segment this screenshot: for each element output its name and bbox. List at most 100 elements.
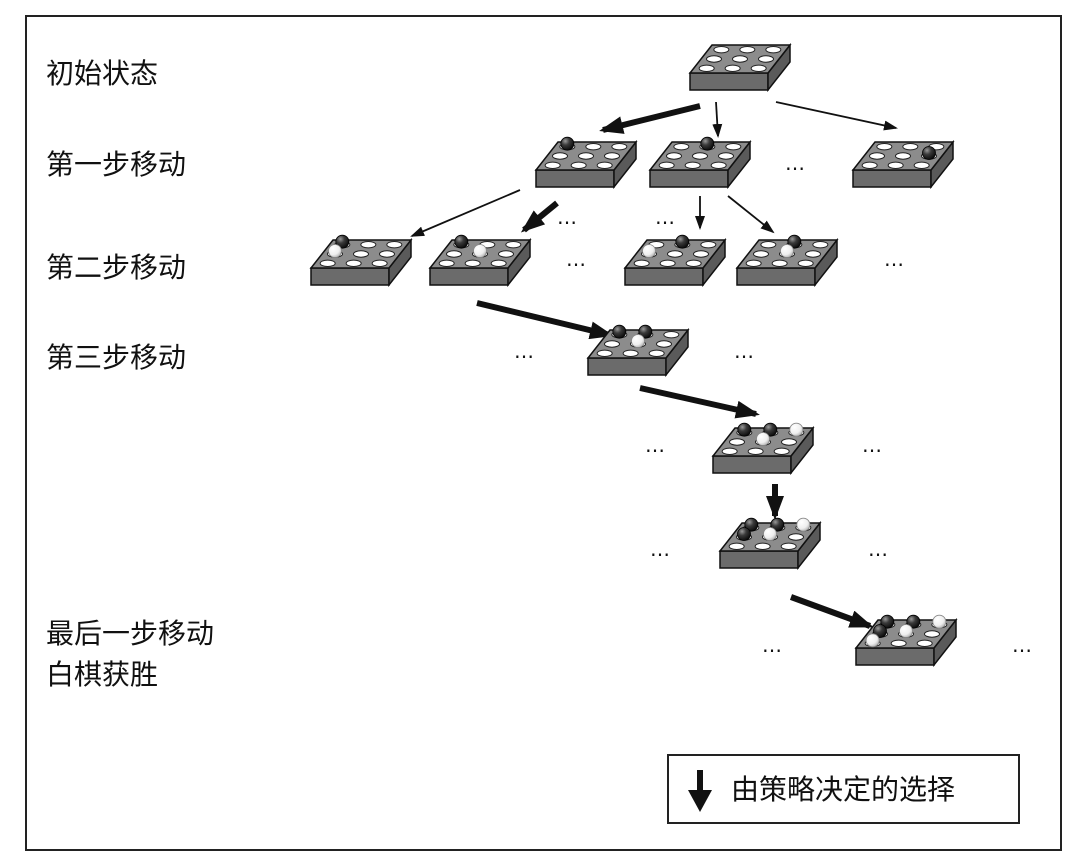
board-hole [724,64,741,73]
board-hole [700,240,717,249]
board-hole [692,152,708,160]
white-stone [642,244,656,258]
board-hole [781,438,797,446]
board-hole [773,447,790,456]
board-hole [622,349,639,358]
board-move1-c [851,139,955,190]
black-stone [560,136,575,151]
board-hole [753,250,769,258]
board-front-face [587,357,667,376]
board-hole [760,240,777,249]
black-stone [737,422,752,437]
white-stone [763,527,777,541]
board-hole [721,447,738,456]
board-hole [765,45,782,54]
black-stone [612,324,627,339]
board-front-face [624,267,704,286]
label-move-2: 第二步移动 [46,251,187,284]
board-move2-a [309,234,413,288]
white-stone [796,517,811,532]
black-stone [922,146,936,160]
board-hole [902,142,919,151]
black-stone [787,234,802,249]
black-stone [763,422,778,437]
board-hole [869,152,885,160]
board-hole [379,250,395,258]
board-hole [780,542,797,551]
board-hole [725,142,742,151]
black-stone [880,614,895,629]
ellipsis-more-branches: … [650,537,670,561]
label-white-wins: 白棋获胜 [46,658,159,691]
board-initial [688,42,792,93]
board-move1-a [534,136,638,190]
board-hole [732,55,748,63]
label-final-move: 最后一步移动 [46,617,215,650]
board-hole [754,542,771,551]
board-hole [544,161,561,170]
board-hole [895,152,911,160]
board-hole [713,45,730,54]
board-hole [596,349,613,358]
board-hole [739,45,756,54]
board-hole [446,250,462,258]
board-hole [890,639,907,648]
board-hole [812,240,829,249]
board-hole [673,142,690,151]
board-hole [360,240,377,249]
label-move-3: 第三步移动 [46,341,187,374]
board-hole [353,250,369,258]
white-stone [756,432,770,446]
board-hole [913,161,930,170]
board-hole [684,161,701,170]
board-hole [604,152,620,160]
policy-arrow-3-4 [639,385,760,419]
board-hole [924,630,940,638]
white-stone [899,624,913,638]
ellipsis-more-branches: … [762,633,782,657]
board-hole [659,259,676,268]
board-hole [706,55,722,63]
boards-layer [309,42,958,668]
board-front-face [535,169,615,188]
black-stone [335,234,350,249]
label-initial-state: 初始状态 [46,57,159,90]
board-hole [633,259,650,268]
board-hole [570,161,587,170]
board-hole [693,250,709,258]
board-hole [876,142,893,151]
ellipsis-more-branches: … [884,247,904,271]
board-hole [505,240,522,249]
board-hole [578,152,594,160]
white-stone [631,334,645,348]
ellipsis-more-branches: … [862,433,882,457]
board-front-face [649,169,729,188]
board-hole [861,161,878,170]
board-hole [745,259,762,268]
black-stone [744,517,759,532]
board-front-face [429,267,509,286]
board-hole [805,250,821,258]
board-move5 [718,517,822,571]
board-hole [729,438,745,446]
board-move2-b [428,234,532,288]
white-stone [780,244,794,258]
legend-label: 由策略决定的选择 [731,773,956,806]
ellipsis-more-branches: … [1012,633,1032,657]
board-hole [771,259,788,268]
bold-down-arrow-icon [688,770,712,812]
board-hole [797,259,814,268]
arrow-0-c [775,101,898,131]
board-hole [916,639,933,648]
board-hole [750,64,767,73]
board-front-face [852,169,932,188]
board-hole [386,240,403,249]
board-hole [596,161,613,170]
board-hole [345,259,362,268]
policy-arrow-0-a [599,103,701,134]
board-hole [728,542,745,551]
black-stone [454,234,469,249]
board-front-face [736,267,816,286]
board-front-face [719,550,799,569]
policy-arrow-2b-3 [476,300,614,340]
